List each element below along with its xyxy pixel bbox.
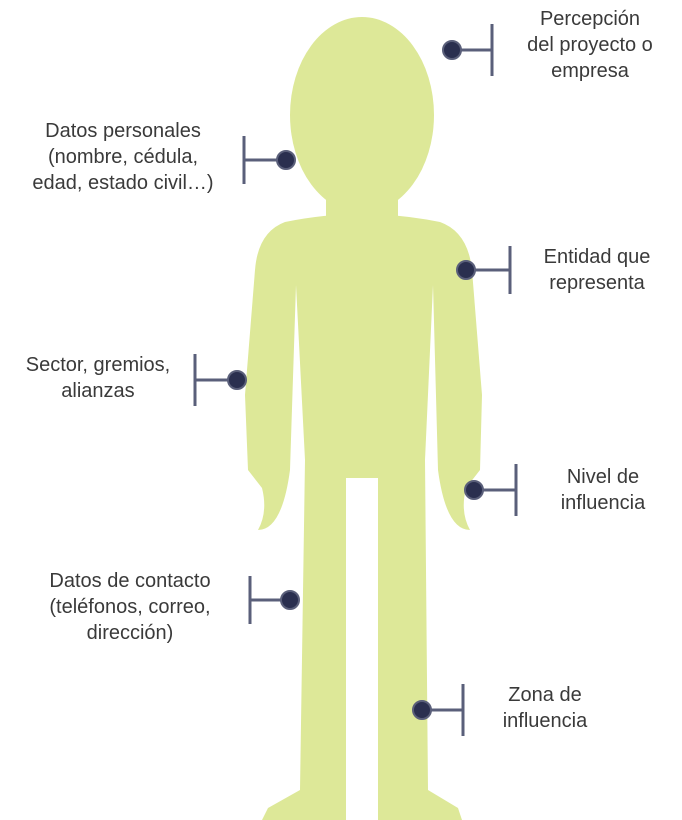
dot-entidad [456,260,476,280]
label-sector: Sector, gremios, alianzas [25,354,171,402]
dot-sector [227,370,247,390]
person-silhouette [245,17,482,820]
dot-percepcion [442,40,462,60]
dot-nivel [464,480,484,500]
label-entidad: Entidad que representa [543,246,651,294]
leg-gap [346,478,378,820]
callout-dots [227,40,484,720]
label-zona: Zona de influencia [502,684,588,732]
dot-zona [412,700,432,720]
label-datos-personales: Datos personales (nombre, cédula, edad, … [32,120,214,194]
label-nivel: Nivel de influencia [560,466,646,514]
head-shape [290,17,434,213]
label-percepcion: Percepción del proyecto o empresa [527,8,653,82]
dot-contacto [280,590,300,610]
label-contacto: Datos de contacto (teléfonos, correo, di… [49,570,211,644]
dot-datos-personales [276,150,296,170]
